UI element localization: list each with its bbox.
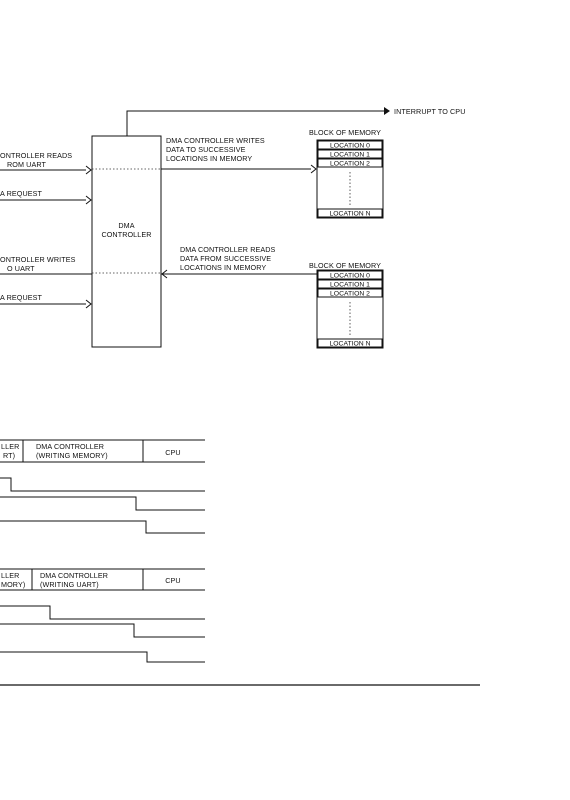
timing2-cell1-line1: LLER: [1, 571, 19, 580]
timing2-cell1-line2: MORY): [1, 580, 25, 589]
timing1-cell1-line1: LLER: [1, 442, 19, 451]
memory-bottom-loc1: LOCATION 1: [330, 282, 370, 289]
memory-bottom-cell-n: [317, 338, 383, 348]
memory-top-loc0: LOCATION 0: [330, 143, 370, 150]
dma-controller-label-line1: DMA: [118, 221, 134, 230]
read-uart-arrowhead: [85, 165, 92, 175]
request1-label: A REQUEST: [0, 189, 43, 198]
timing1-cell2-line2: (WRITING MEMORY): [36, 451, 108, 460]
timing-diagram-1: LLER RT) DMA CONTROLLER (WRITING MEMORY)…: [0, 439, 205, 534]
memory-bottom-locn: LOCATION N: [329, 341, 370, 348]
memory-bottom-cell-1: [317, 279, 383, 289]
read-memory-label-line1: DMA CONTROLLER READS: [180, 245, 276, 254]
write-memory-label-line2: DATA TO SUCCESSIVE: [166, 145, 246, 154]
interrupt-label: INTERRUPT TO CPU: [394, 107, 466, 116]
write-memory-label-line1: DMA CONTROLLER WRITES: [166, 136, 265, 145]
request2-label: A REQUEST: [0, 293, 43, 302]
memory-top-cell-2: [317, 158, 383, 168]
request1-arrowhead: [85, 195, 92, 205]
timing2-cell3: CPU: [165, 576, 180, 585]
timing2-cell2-line2: (WRITING UART): [40, 580, 99, 589]
timing-diagram-2: LLER MORY) DMA CONTROLLER (WRITING UART)…: [0, 568, 205, 663]
timing2-signal-2: [0, 623, 205, 638]
timing1-cell2-line1: DMA CONTROLLER: [36, 442, 104, 451]
memory-top-loc1: LOCATION 1: [330, 152, 370, 159]
memory-top-cell-n: [317, 208, 383, 218]
memory-bottom-cell-0: [317, 270, 383, 280]
timing1-signal-3: [0, 520, 205, 534]
read-memory-path: DMA CONTROLLER READS DATA FROM SUCCESSIV…: [161, 245, 317, 279]
timing1-signal-2: [0, 496, 205, 511]
memory-bottom-box: [316, 269, 384, 349]
timing1-cell1-line2: RT): [3, 451, 15, 460]
memory-top-box: [316, 139, 384, 219]
timing2-signal-1: [0, 605, 205, 620]
write-uart-label-line2: O UART: [7, 264, 35, 273]
interrupt-arrowhead: [384, 107, 390, 115]
read-memory-label-line2: DATA FROM SUCCESSIVE: [180, 254, 271, 263]
memory-top-locn: LOCATION N: [329, 211, 370, 218]
timing1-signal-1: [0, 477, 205, 492]
memory-top-loc2: LOCATION 2: [330, 161, 370, 168]
write-memory-arrowhead: [310, 164, 317, 174]
memory-top-cell-1: [317, 149, 383, 159]
memory-bottom-loc0: LOCATION 0: [330, 273, 370, 280]
memory-bottom-title: BLOCK OF MEMORY: [309, 261, 381, 270]
interrupt-line: [126, 110, 384, 136]
memory-bottom-loc2: LOCATION 2: [330, 291, 370, 298]
read-memory-arrowhead: [161, 269, 168, 279]
memory-top-cell-0: [317, 140, 383, 150]
read-uart-label-line1: ONTROLLER READS: [0, 151, 72, 160]
interrupt-path: INTERRUPT TO CPU: [126, 107, 466, 136]
write-uart-label-line1: ONTROLLER WRITES: [0, 255, 76, 264]
request2-arrowhead: [85, 299, 92, 309]
timing2-cell2-line1: DMA CONTROLLER: [40, 571, 108, 580]
write-memory-path: DMA CONTROLLER WRITES DATA TO SUCCESSIVE…: [161, 136, 317, 174]
memory-bottom-cell-2: [317, 288, 383, 298]
dma-controller-label-line2: CONTROLLER: [101, 230, 151, 239]
timing2-signal-3: [0, 651, 205, 663]
timing1-cell3: CPU: [165, 448, 180, 457]
dma-controller-block: DMA CONTROLLER: [91, 135, 162, 348]
memory-block-top: BLOCK OF MEMORY LOCATION 0 LOCATION 1 LO…: [309, 128, 384, 219]
dma-controller-box: [91, 135, 162, 348]
memory-block-bottom: BLOCK OF MEMORY LOCATION 0 LOCATION 1 LO…: [309, 261, 384, 349]
memory-top-title: BLOCK OF MEMORY: [309, 128, 381, 137]
read-uart-label-line2: ROM UART: [7, 160, 47, 169]
left-inputs: ONTROLLER READS ROM UART A REQUEST ONTRO…: [0, 151, 92, 309]
write-memory-label-line3: LOCATIONS IN MEMORY: [166, 154, 252, 163]
read-memory-label-line3: LOCATIONS IN MEMORY: [180, 263, 266, 272]
